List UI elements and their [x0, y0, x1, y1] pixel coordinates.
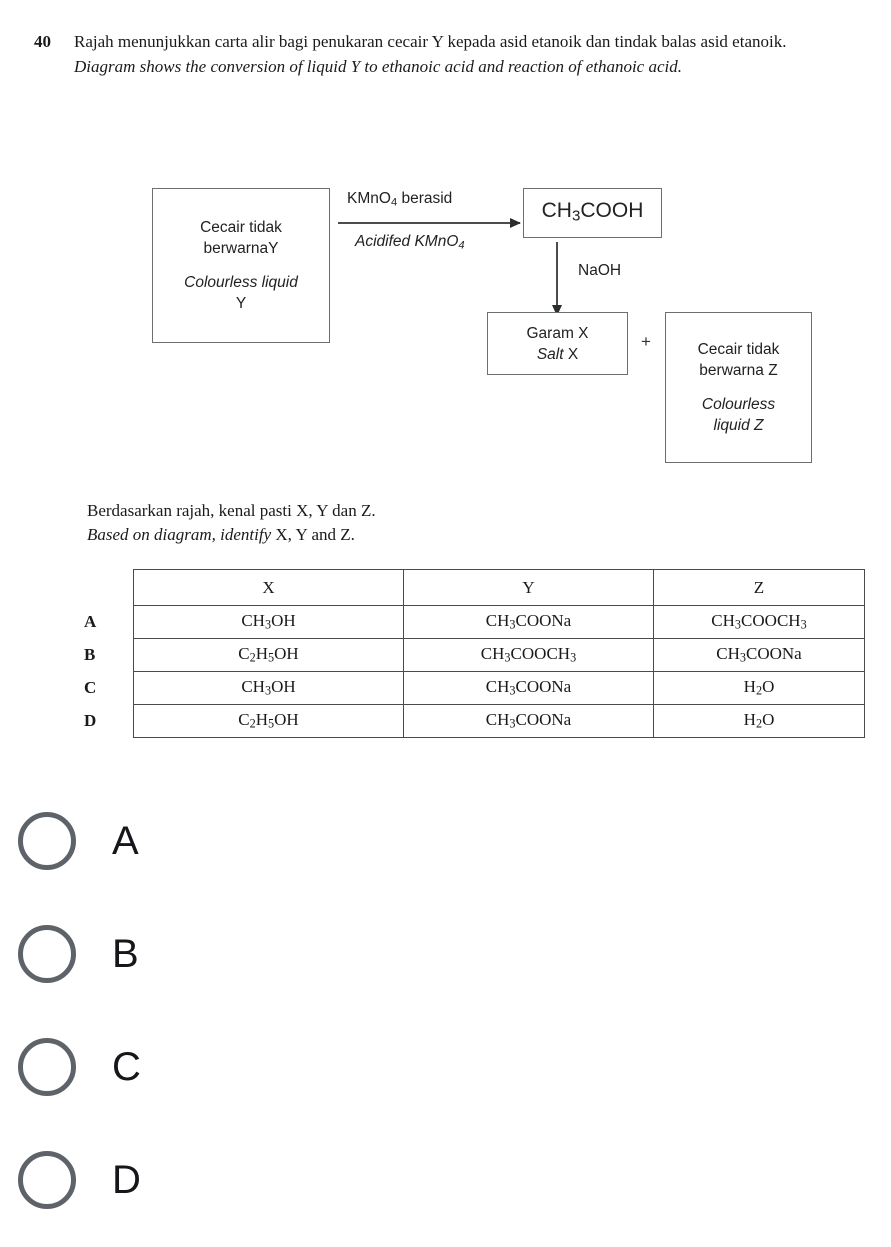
option-label-d: D — [112, 1158, 141, 1202]
radio-button-c[interactable] — [18, 1038, 76, 1096]
reagent-malay-pre: KMnO — [347, 190, 391, 207]
identify-prompt-english-rest: X, Y and Z. — [271, 524, 355, 544]
box-z-malay-line1: Cecair tidak — [697, 341, 780, 358]
reagent-english-sub: 4 — [458, 239, 465, 252]
box-y-english-line2: Y — [235, 295, 247, 312]
diagram-box-colourless-liquid-z: Cecair tidak berwarna Z Colourless liqui… — [665, 312, 812, 463]
box-y-malay-line1: Cecair tidak — [200, 219, 282, 236]
arrow-down-icon — [551, 242, 562, 316]
box-x-malay: Garam X — [526, 324, 589, 342]
table-cell-z: CH3COONa — [653, 638, 865, 672]
formula-sub: 3 — [571, 207, 581, 225]
radio-button-b[interactable] — [18, 925, 76, 983]
table-cell-x: C2H5OH — [133, 638, 404, 672]
box-z-english-line2: liquid Z — [713, 417, 764, 434]
reagent-malay-post: berasid — [397, 190, 453, 207]
question-text: Rajah menunjukkan carta alir bagi penuka… — [74, 30, 854, 78]
box-y-english-line1: Colourless liquid — [184, 274, 298, 291]
box-x-english-rest: X — [563, 345, 579, 363]
diagram-box-colourless-liquid-y: Cecair tidak berwarnaY Colourless liquid… — [152, 188, 330, 343]
identify-prompt-english-pre: Based on diagram, identify — [87, 524, 272, 544]
box-z-malay-line2: berwarna Z — [699, 362, 778, 379]
radio-button-d[interactable] — [18, 1151, 76, 1209]
question-text-malay: Rajah menunjukkan carta alir bagi penuka… — [74, 32, 787, 51]
table-cell-z: H2O — [653, 704, 865, 738]
option-row-b[interactable]: B — [18, 923, 139, 985]
reagent-malay-sub: 4 — [390, 196, 398, 209]
box-y-malay-line2: berwarnaY — [203, 240, 279, 257]
question-stem: 40 Rajah menunjukkan carta alir bagi pen… — [34, 30, 854, 78]
table-cell-z: CH3COOCH3 — [653, 605, 865, 639]
identify-prompt-english: Based on diagram, identify X, Y and Z. — [87, 523, 376, 547]
diagram-box-salt-x: Garam X Salt X — [487, 312, 628, 375]
option-label-b: B — [112, 932, 139, 976]
table-cell-z: H2O — [653, 671, 865, 705]
table-cell-x: CH3OH — [133, 671, 404, 705]
table-cell-y: CH3COONa — [403, 605, 654, 639]
plus-sign: + — [641, 332, 651, 351]
formula-pre: CH — [541, 198, 572, 222]
option-row-d[interactable]: D — [18, 1149, 141, 1211]
arrow-label-reagent-english: Acidifed KMnO4 — [355, 233, 465, 251]
option-row-a[interactable]: A — [18, 810, 139, 872]
box-x-english-italic: Salt — [536, 345, 564, 363]
column-header-x: X — [133, 569, 404, 606]
identify-prompt-malay: Berdasarkan rajah, kenal pasti X, Y dan … — [87, 501, 376, 520]
table-cell-y: CH3COONa — [403, 671, 654, 705]
option-label-c: C — [112, 1045, 141, 1089]
arrow-label-reagent-malay: KMnO4 berasid — [347, 190, 452, 208]
table-row-letter-b: B — [84, 645, 96, 664]
arrow-label-naoh: NaOH — [578, 262, 622, 279]
diagram-box-ethanoic-acid: CH3COOH — [523, 188, 662, 238]
box-x-english: Salt X — [537, 344, 578, 365]
option-label-a: A — [112, 819, 139, 863]
ethanoic-acid-formula: CH3COOH — [542, 200, 644, 226]
reagent-english-pre: Acidifed KMnO — [355, 233, 459, 250]
table-row-letter-c: C — [84, 678, 97, 697]
option-row-c[interactable]: C — [18, 1036, 141, 1098]
identify-prompt: Berdasarkan rajah, kenal pasti X, Y dan … — [87, 499, 376, 546]
table-cell-x: C2H5OH — [133, 704, 404, 738]
column-header-y: Y — [403, 569, 654, 606]
question-text-english: Diagram shows the conversion of liquid Y… — [74, 56, 682, 76]
question-number: 40 — [34, 32, 51, 51]
arrow-right-icon — [338, 217, 521, 228]
table-row-letter-d: D — [84, 711, 97, 730]
column-header-z: Z — [653, 569, 865, 606]
table-cell-x: CH3OH — [133, 605, 404, 639]
table-cell-y: CH3COONa — [403, 704, 654, 738]
table-header-row: X Y Z — [133, 569, 865, 606]
table-cell-y: CH3COOCH3 — [403, 638, 654, 672]
box-z-english-line1: Colourless — [701, 396, 776, 413]
radio-button-a[interactable] — [18, 812, 76, 870]
formula-post: COOH — [580, 198, 644, 222]
table-row-letter-a: A — [84, 612, 97, 631]
